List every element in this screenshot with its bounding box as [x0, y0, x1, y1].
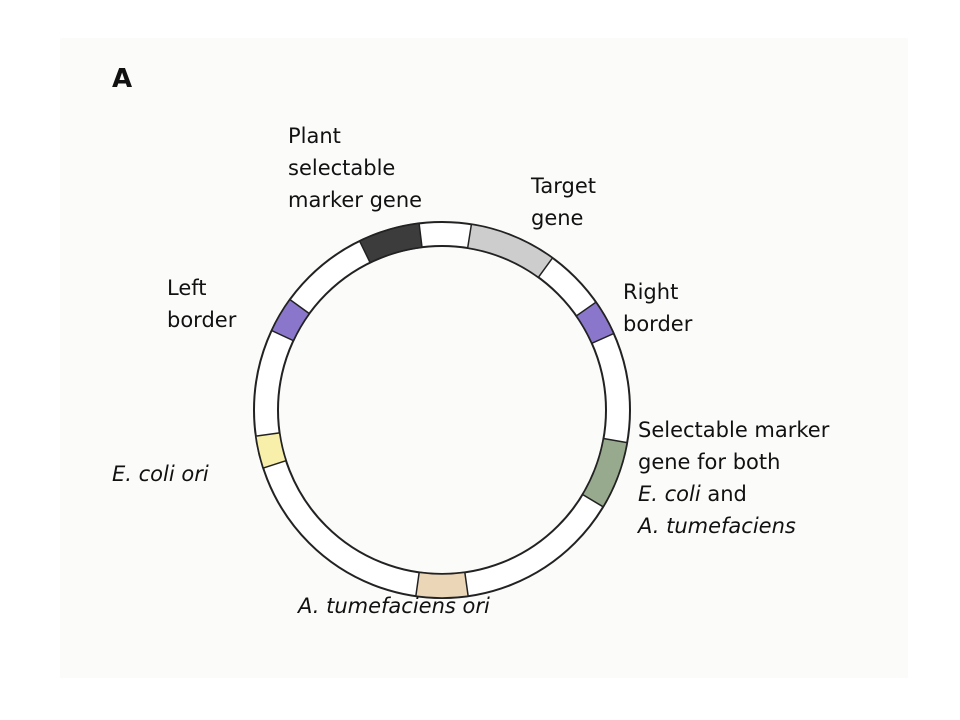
label-right-border-line: Right: [623, 280, 679, 304]
plant-marker-segment: [358, 222, 423, 264]
label-plant-marker: Plant selectable marker gene: [288, 120, 422, 216]
plasmid-ring: [253, 221, 631, 599]
label-atumefaciens-ori: A. tumefaciens ori: [298, 594, 490, 618]
label-left-border-line: border: [167, 308, 237, 332]
left-border-segment: [270, 298, 311, 342]
label-target-gene-line: Target: [531, 174, 596, 198]
right-border-segment: [575, 301, 615, 345]
atumefaciens-ori-segment: [414, 571, 470, 599]
label-bacterial-marker: Selectable marker gene for both E. coli …: [638, 414, 829, 542]
label-bacterial-marker-line: Selectable marker: [638, 418, 830, 442]
label-plant-marker-line: marker gene: [288, 188, 423, 212]
label-bacterial-marker-line: A. tumefaciens: [638, 514, 796, 538]
label-plant-marker-line: Plant: [288, 124, 341, 148]
label-right-border-line: border: [623, 312, 693, 336]
panel-letter: A: [112, 64, 133, 94]
label-target-gene: Target gene: [531, 170, 596, 234]
label-right-border: Right border: [623, 276, 692, 340]
label-target-gene-line: gene: [531, 206, 584, 230]
ecoli-name: E. coli: [638, 482, 701, 506]
label-left-border-line: Left: [167, 276, 207, 300]
target-gene-segment: [466, 223, 554, 279]
bacterial-marker-segment: [581, 437, 629, 508]
and-word: and: [700, 482, 747, 506]
label-ecoli-ori: E. coli ori: [112, 462, 209, 486]
label-plant-marker-line: selectable: [288, 156, 396, 180]
ecoli-ori-segment: [254, 431, 287, 470]
ring-inner-edge: [277, 245, 607, 575]
label-bacterial-marker-line: E. coli and: [638, 478, 829, 510]
label-left-border: Left border: [167, 272, 236, 336]
label-bacterial-marker-line: gene for both: [638, 450, 781, 474]
